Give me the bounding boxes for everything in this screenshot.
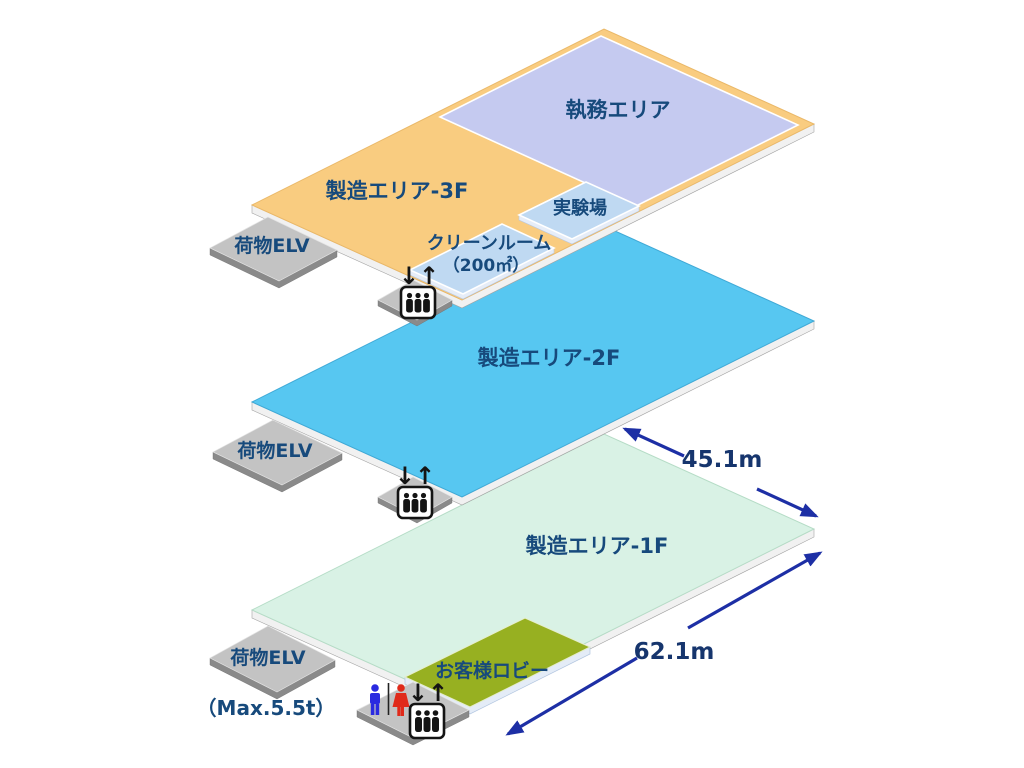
- width-dimension-label: 45.1m: [682, 447, 763, 473]
- elevator-icon-1f: [408, 702, 446, 740]
- label-cargo-elv-capacity: （Max.5.5t）: [197, 696, 336, 720]
- male-restroom-icon: [370, 684, 380, 715]
- elevator-updown-arrows-3f: ↓↑: [399, 262, 439, 290]
- length-dimension-arrow: [687, 551, 823, 630]
- elevator-updown-arrows-2f: ↓↑: [395, 462, 435, 490]
- label-manufacturing-1f: 製造エリア-1F: [525, 534, 669, 558]
- elevator-icon-3f: [399, 285, 437, 320]
- female-restroom-icon: [392, 684, 410, 716]
- dimension-annotations: 45.1m 62.1m: [505, 427, 823, 736]
- label-cleanroom: クリーンルーム: [427, 233, 552, 254]
- cargo-elv-platform-1f: [209, 625, 336, 693]
- restroom-icon: [370, 683, 410, 716]
- label-cargo-elv-2f: 荷物ELV: [237, 439, 312, 462]
- cleanroom-area: [408, 223, 556, 295]
- elevator-passengers: [403, 492, 427, 513]
- label-office: 執務エリア: [566, 98, 671, 122]
- lab-area: [517, 181, 641, 240]
- label-lobby: お客様ロビー: [435, 659, 549, 682]
- office-area: [438, 35, 800, 207]
- cargo-elv-platform-2f: [212, 419, 343, 486]
- elevator-updown-arrows-1f: ↓↑: [408, 679, 448, 707]
- label-lab: 実験場: [553, 197, 607, 219]
- label-cleanroom-size: （200㎡）: [443, 255, 530, 276]
- floor-1f: ↓↑ 製造エリア-1F お客様ロビー 荷物ELV （Max.5.5t）: [197, 433, 816, 746]
- elevator-passengers: [406, 292, 430, 313]
- lobby-area: [403, 617, 592, 708]
- length-dimension-label: 62.1m: [634, 639, 715, 665]
- label-cargo-elv-3f: 荷物ELV: [234, 234, 309, 257]
- elevator-passengers: [415, 710, 439, 732]
- length-dimension-arrow: [505, 656, 638, 736]
- width-dimension-arrow: [622, 427, 685, 458]
- cargo-elv-platform-3f: [209, 216, 338, 282]
- width-dimension-arrow: [756, 487, 819, 518]
- label-manufacturing-3f: 製造エリア-3F: [325, 179, 469, 203]
- label-manufacturing-2f: 製造エリア-2F: [477, 346, 621, 370]
- floor-3f: ↓↑ 製造エリア-3F 執務エリア 実験場 クリーンルーム （200㎡） 荷物E…: [209, 28, 816, 327]
- floor-2f: ↓↑ 製造エリア-2F 荷物ELV: [212, 225, 816, 524]
- elevator-icon-2f: [396, 485, 434, 520]
- label-cargo-elv-1f: 荷物ELV: [230, 646, 305, 669]
